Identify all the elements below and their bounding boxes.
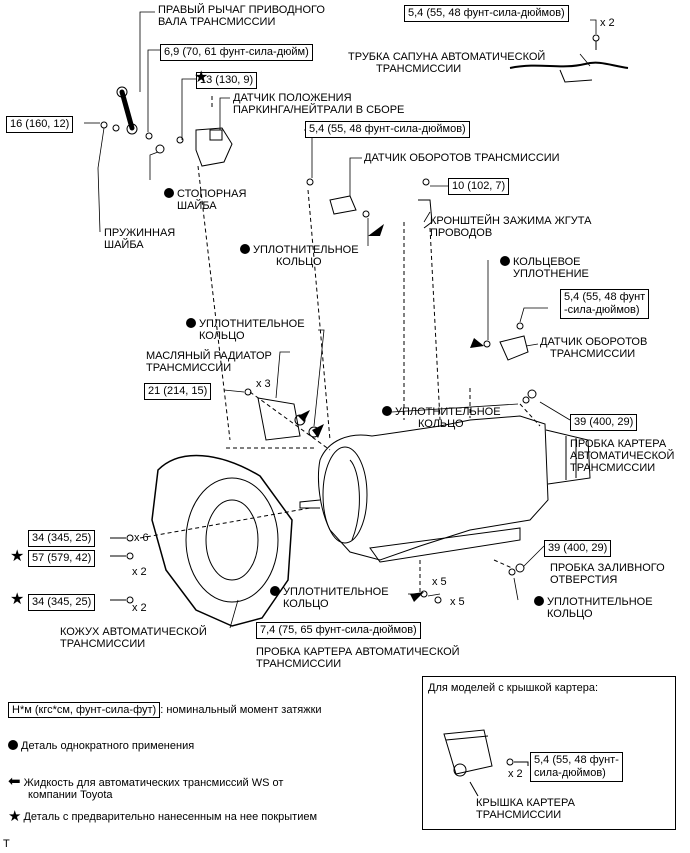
arrow-icon: ⬅: [8, 773, 21, 790]
torque-housing-b: 57 (579, 42): [28, 550, 96, 567]
label-oring-seal: КОЛЬЦЕВОЕ УПЛОТНЕНИЕ: [500, 256, 589, 280]
qty-cover: x 2: [508, 768, 523, 780]
torque-filler: 39 (400, 29): [544, 540, 612, 557]
single-use-icon: [382, 406, 392, 416]
star-icon: ★: [10, 548, 25, 565]
legend-single-use: Деталь однократного применения: [8, 740, 194, 752]
torque-housing-a: 34 (345, 25): [28, 530, 96, 547]
single-use-icon: [186, 318, 196, 328]
label-oring-3: УПЛОТНИТЕЛЬНОЕ КОЛЬЦО: [382, 406, 501, 430]
single-use-icon: [500, 256, 510, 266]
torque-case-plug: 39 (400, 29): [570, 414, 638, 431]
legend-precoated: ★Деталь с предварительно нанесенным на н…: [8, 808, 318, 825]
torque-speed-sensor-2: 5,4 (55, 48 фунт-сила-дюймов): [560, 289, 650, 319]
torque-bracket: 10 (102, 7): [448, 178, 510, 195]
qty-housing-a: x 6: [134, 532, 149, 544]
qty-housing-c: x 2: [132, 602, 147, 614]
qty-breather: x 2: [600, 17, 615, 29]
legend-torque: Н*м (кгс*см, фунт-сила-фут): номинальный…: [8, 702, 322, 718]
star-icon: ★: [8, 808, 22, 825]
single-use-icon: [270, 586, 280, 596]
torque-pan-plug: 7,4 (75, 65 фунт-сила-дюймов): [256, 622, 421, 639]
label-oring-1: УПЛОТНИТЕЛЬНОЕ КОЛЬЦО: [240, 244, 359, 268]
label-oring-5: УПЛОТНИТЕЛЬНОЕ КОЛЬЦО: [270, 586, 389, 610]
legend-fluid: ⬅ Жидкость для автоматических трансмисси…: [8, 773, 284, 801]
star-icon: ★: [10, 591, 25, 608]
torque-cover: 5,4 (55, 48 фунт-сила-дюймов): [530, 752, 623, 782]
footer-mark: T: [3, 838, 10, 850]
label-lock-washer: СТОПОРНАЯ ШАЙБА: [164, 188, 246, 212]
torque-speed-sensor-1: 5,4 (55, 48 фунт-сила-дюймов): [305, 121, 470, 138]
torque-sensor-bolt: 13 (130, 9): [196, 72, 258, 89]
inset-title: Для моделей с крышкой картера:: [428, 682, 599, 694]
label-oring-4: УПЛОТНИТЕЛЬНОЕ КОЛЬЦО: [534, 596, 653, 620]
single-use-icon: [534, 596, 544, 606]
torque-spring-nut: 16 (160, 12): [6, 116, 74, 133]
label-speed-sensor-1: ДАТЧИК ОБОРОТОВ ТРАНСМИССИИ: [364, 152, 560, 164]
torque-housing-c: 34 (345, 25): [28, 594, 96, 611]
single-use-icon: [8, 740, 18, 750]
single-use-icon: [240, 244, 250, 254]
qty-cooler: x 3: [256, 378, 271, 390]
qty-pan-a: x 5: [432, 576, 447, 588]
label-oring-2: УПЛОТНИТЕЛЬНОЕ КОЛЬЦО: [186, 318, 305, 342]
qty-pan-b: x 5: [450, 596, 465, 608]
torque-breather: 5,4 (55, 48 фунт-сила-дюймов): [404, 5, 569, 22]
single-use-icon: [164, 188, 174, 198]
torque-lever: 6,9 (70, 61 фунт-сила-дюйм): [160, 44, 313, 61]
torque-cooler: 21 (214, 15): [144, 383, 212, 400]
star-icon: ★: [194, 69, 209, 86]
qty-housing-b: x 2: [132, 566, 147, 578]
pan-cover-inset: [422, 676, 676, 830]
